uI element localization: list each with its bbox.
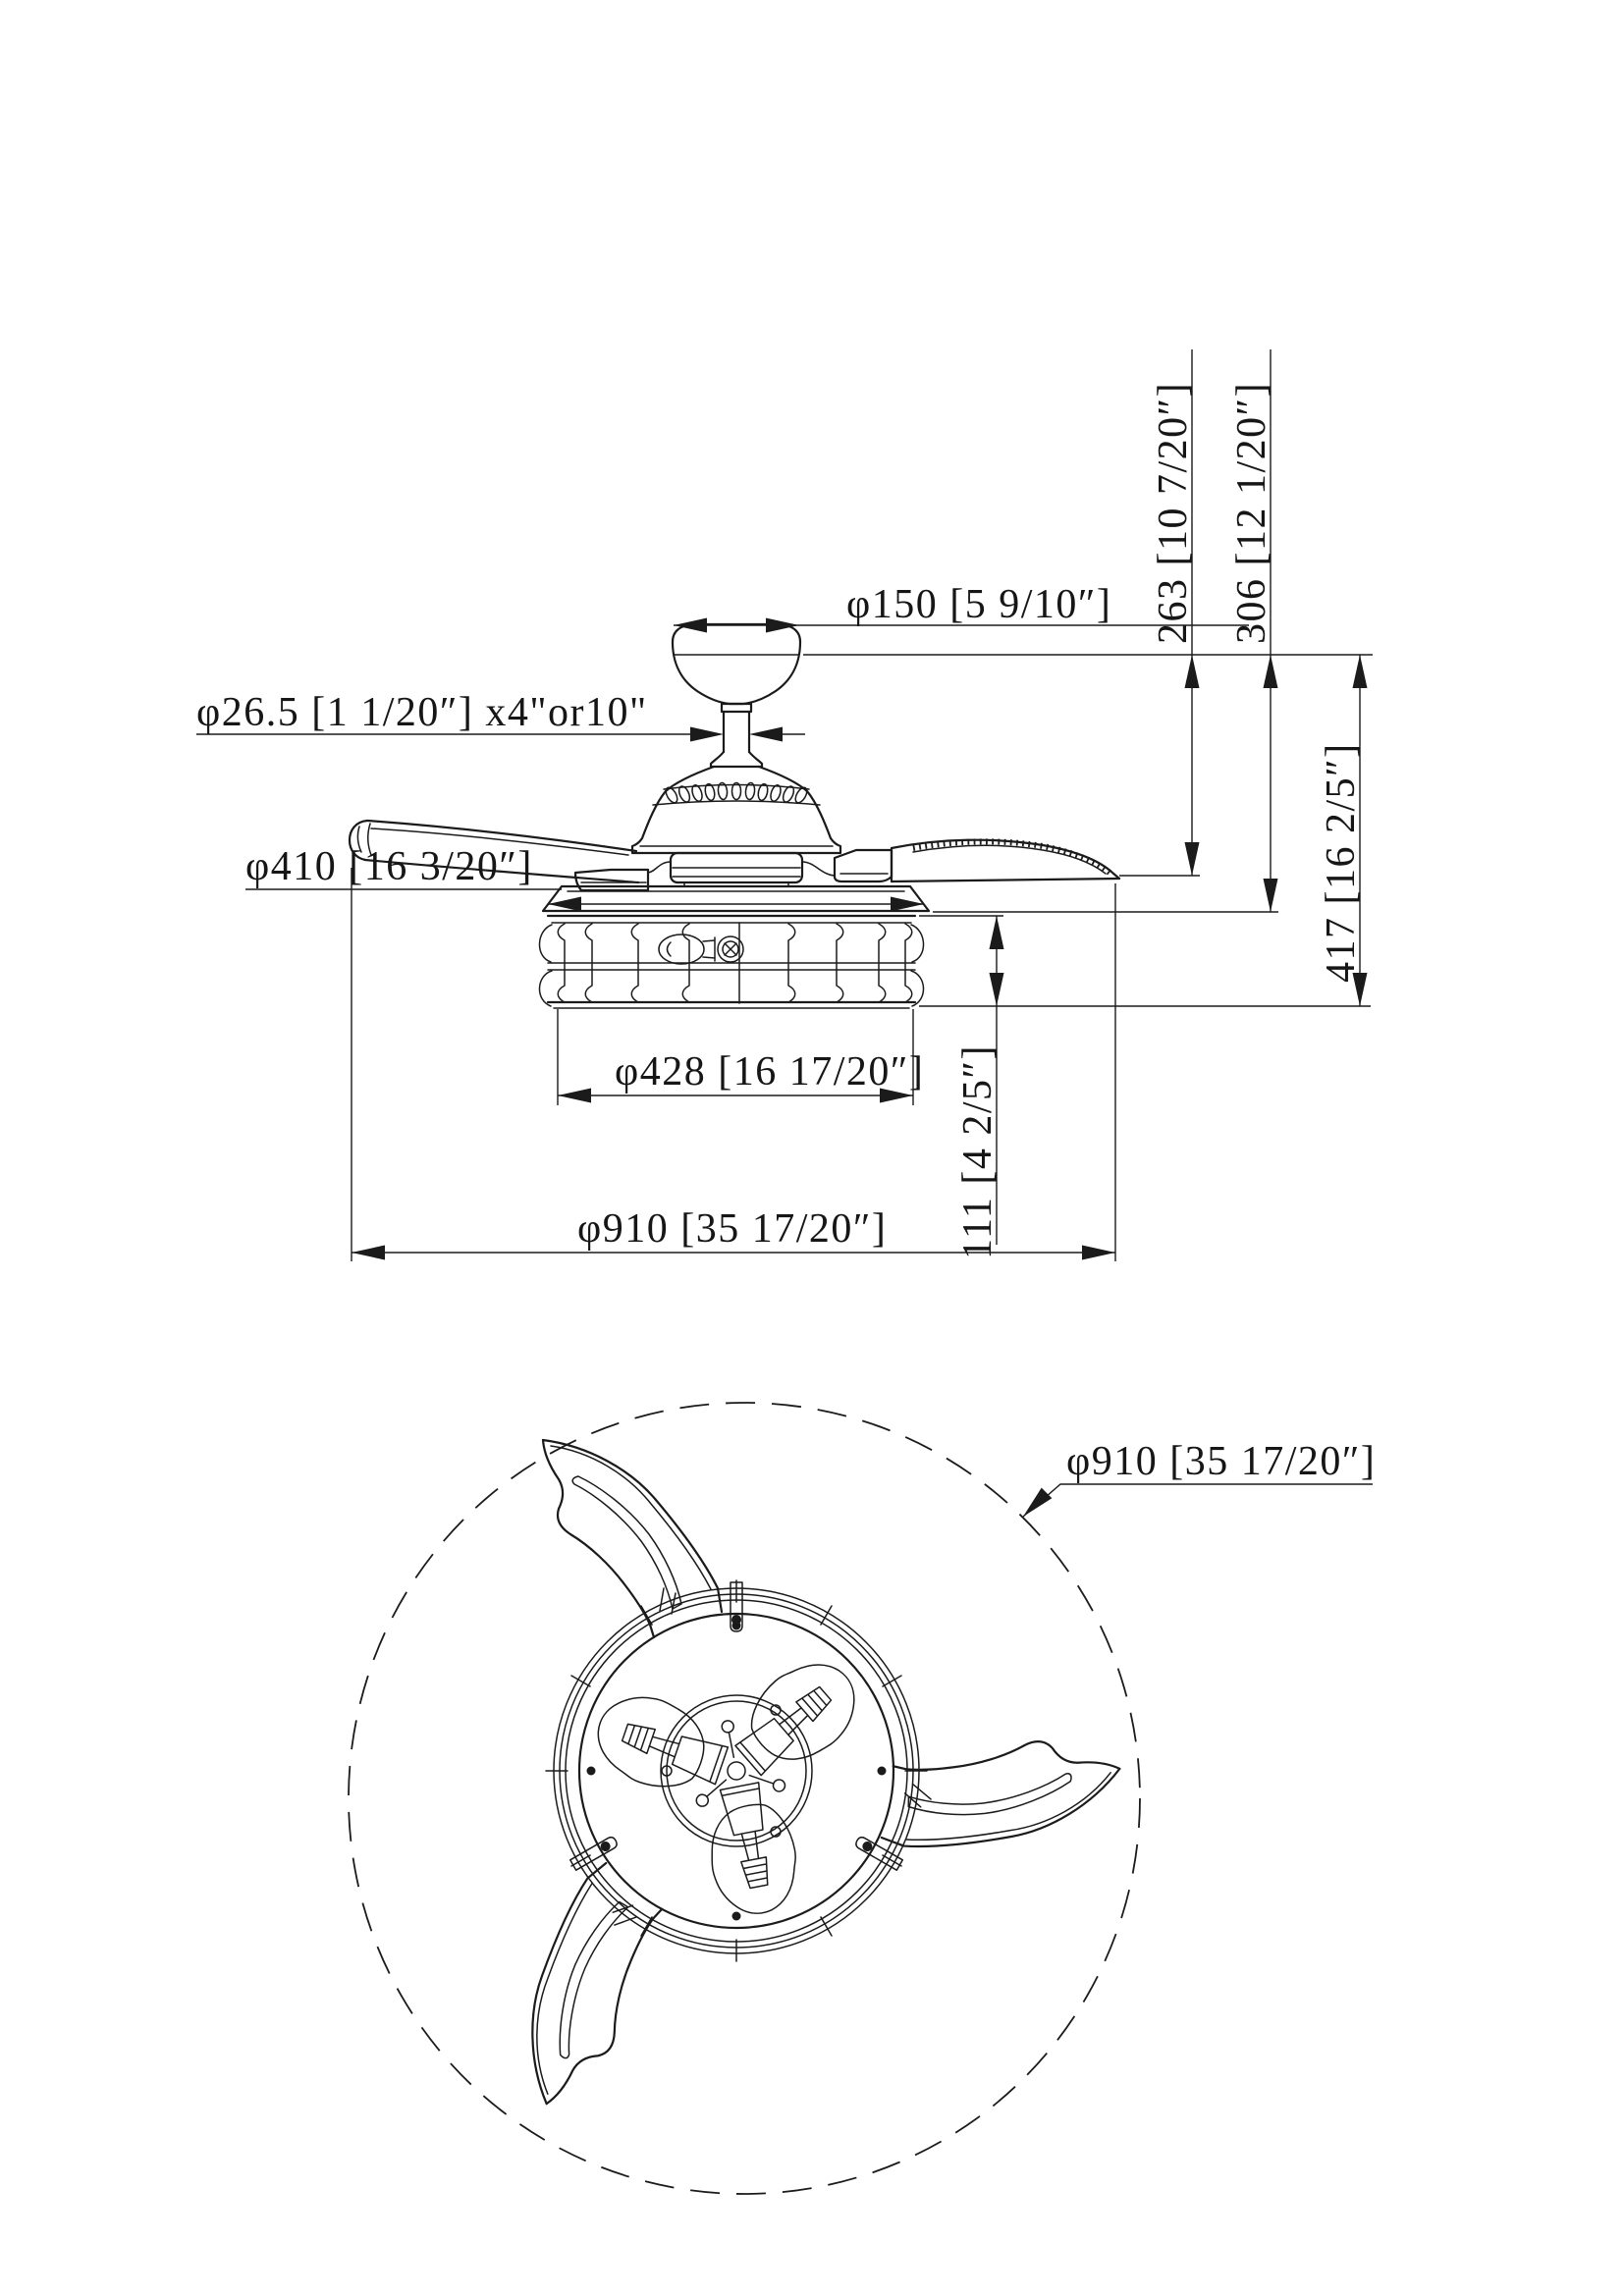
bottom-view-blades xyxy=(446,1438,1121,2106)
lamp-plate xyxy=(660,1694,813,1847)
dim-height-canopy-to-blade: 263 [10 7/20″] xyxy=(1151,349,1200,876)
downrod xyxy=(709,710,764,769)
dim-height-canopy-to-plate: 306 [12 1/20″] xyxy=(1229,349,1278,912)
dim-total-height: 417 [16 2/5″] xyxy=(1319,655,1368,1006)
vent-slots xyxy=(665,781,808,804)
plate-diameter-label: φ410 [16 3/20″] xyxy=(245,844,533,889)
sweep-diameter-bottom-label: φ910 [35 17/20″] xyxy=(1066,1439,1376,1484)
dim-sweep-diameter-side: φ910 [35 17/20″] xyxy=(351,868,1116,1261)
canopy-diameter-label: φ150 [5 9/10″] xyxy=(846,582,1111,627)
cage-screw-detail xyxy=(717,935,744,963)
cage-height-label: 111 [4 2/5″] xyxy=(955,1044,1001,1259)
downrod-label: φ26.5 [1 1/20″] x4"or10" xyxy=(196,690,648,735)
light-bulb xyxy=(658,934,716,965)
light-cage xyxy=(538,914,925,1009)
dim-canopy-diameter: φ150 [5 9/10″] xyxy=(674,582,1249,633)
dim-cage-diameter: φ428 [16 17/20″] xyxy=(557,1009,924,1105)
left-blade xyxy=(348,819,672,892)
cage-ribs xyxy=(538,922,925,1007)
mounting-plate xyxy=(541,884,931,913)
sweep-diameter-side-label: φ910 [35 17/20″] xyxy=(577,1206,887,1252)
rim-ticks xyxy=(545,1579,928,1962)
bottom-view-bulbs xyxy=(585,1643,874,1922)
sweep-circle xyxy=(348,1402,1141,2195)
total-height-label: 417 [16 2/5″] xyxy=(1319,742,1364,983)
dim-cage-height: 111 [4 2/5″] xyxy=(955,916,1004,1259)
side-view-dimensions: φ150 [5 9/10″] φ26.5 [1 1/20″] x4"or10" … xyxy=(196,349,1373,1261)
right-blade xyxy=(801,838,1121,883)
canopy xyxy=(671,622,802,714)
cage-diameter-label: φ428 [16 17/20″] xyxy=(615,1049,924,1095)
height-to-plate-label: 306 [12 1/20″] xyxy=(1229,382,1274,644)
dim-plate-diameter: φ410 [16 3/20″] xyxy=(245,844,924,912)
blade-bottom-left xyxy=(446,1831,719,2106)
motor-housing xyxy=(630,765,842,887)
dim-downrod-diameter: φ26.5 [1 1/20″] x4"or10" xyxy=(196,690,805,742)
dim-sweep-diameter-bottom: φ910 [35 17/20″] xyxy=(1017,1439,1376,1522)
bottom-view: φ910 [35 17/20″] xyxy=(348,1402,1376,2195)
housing-rings xyxy=(545,1579,928,1962)
side-view xyxy=(348,622,1121,1009)
height-to-blade-label: 263 [10 7/20″] xyxy=(1151,382,1196,644)
